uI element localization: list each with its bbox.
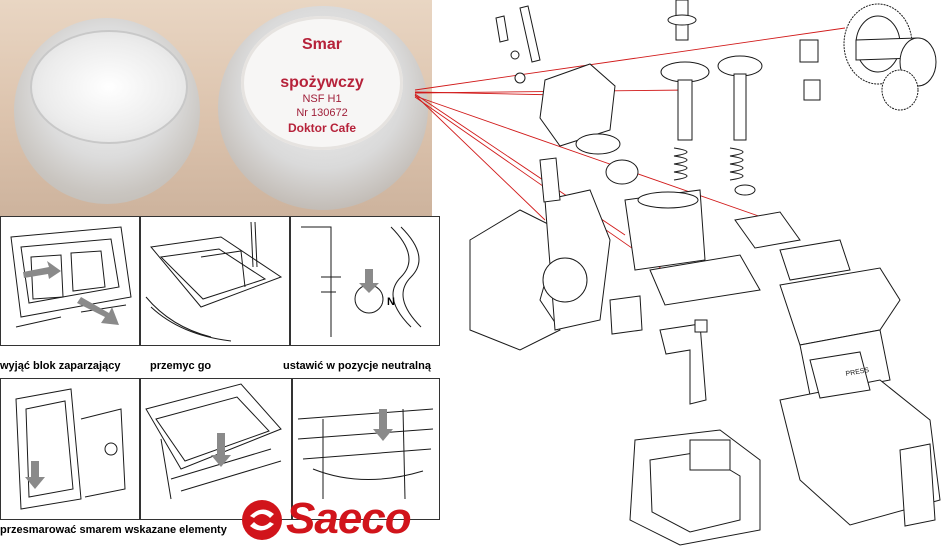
brand-name: Saeco [286,494,412,543]
switch-part [803,79,821,101]
shaft-part [733,73,747,141]
arrow-icon [77,297,119,325]
grease-drawing-2 [145,383,282,500]
chamber-top-part [637,191,699,209]
gear-disc-part [660,61,710,83]
filter-disc-part [605,159,639,185]
assembled-top-part [689,439,731,471]
spring-part [673,147,688,181]
chamber-base-part [649,254,761,306]
side-plate-part [899,443,936,527]
small-gear-part [881,69,919,111]
label-line-1: Smar [301,36,343,53]
saeco-emblem-icon [242,500,282,540]
step-panel-neutral: N [290,216,440,346]
saeco-logo: Saeco [240,494,445,544]
brew-frame-left-part [469,209,561,351]
arrow-down-icon [373,409,393,441]
open-jar-rim [30,30,188,144]
step-caption-2: przemyc go [150,360,212,372]
spring-part [495,15,509,43]
funnel-part [779,267,901,346]
label-line-2: spożywczy [280,74,364,91]
neutral-position-drawing: N [301,226,422,337]
spring-part [729,147,744,181]
washer-part [514,72,526,84]
step-caption-1: wyjąć blok zaparzający [0,360,121,372]
label-line-5: Doktor Cafe [287,121,356,135]
gear-disc-part [717,55,763,77]
step-panel-grease-2 [140,378,292,520]
grease-drawing-3 [297,408,434,500]
step-caption-4: przesmarować smarem wskazane elementy [0,524,227,536]
wash-brew-group-drawing [145,221,283,342]
step-panel-grease-3 [292,378,440,520]
switch-part [799,39,819,63]
lever-part [539,157,561,203]
o-ring-part [575,133,621,155]
step-panel-remove [0,216,140,346]
washer-part [667,14,697,26]
arrow-down-icon [25,461,45,489]
shaft-part [677,79,693,141]
label-line-4: Nr 130672 [296,107,348,119]
arrow-down-icon [211,433,231,467]
lever-arm-part [734,211,801,249]
crank-part [659,323,707,405]
step-panel-grease-1 [0,378,140,520]
bracket-part [609,295,643,335]
step-caption-3: ustawić w pozycje neutralną [283,360,431,372]
nut-part [694,319,708,333]
piston-head-part [539,63,616,147]
cover-part [809,351,871,399]
remove-brew-group-drawing [10,226,132,328]
washer-part [510,50,520,60]
grease-drawing-1 [15,388,126,510]
neutral-marker: N [387,296,395,308]
pin-part [519,5,541,63]
product-label: Smar spożywczy NSF H1 Nr 130672 Doktor C… [241,16,403,150]
slide-part [779,239,851,281]
housing-part [779,379,941,526]
frame-wheel-part [542,257,588,303]
part-stamp: PRESS [845,367,870,378]
step-panel-wash [140,216,290,346]
arrow-down-icon [359,269,379,293]
grease-jars-photo: Smar spożywczy NSF H1 Nr 130672 Doktor C… [0,0,432,216]
washer-part [734,184,756,196]
arrow-icon [23,261,61,279]
label-line-3: NSF H1 [302,93,342,105]
